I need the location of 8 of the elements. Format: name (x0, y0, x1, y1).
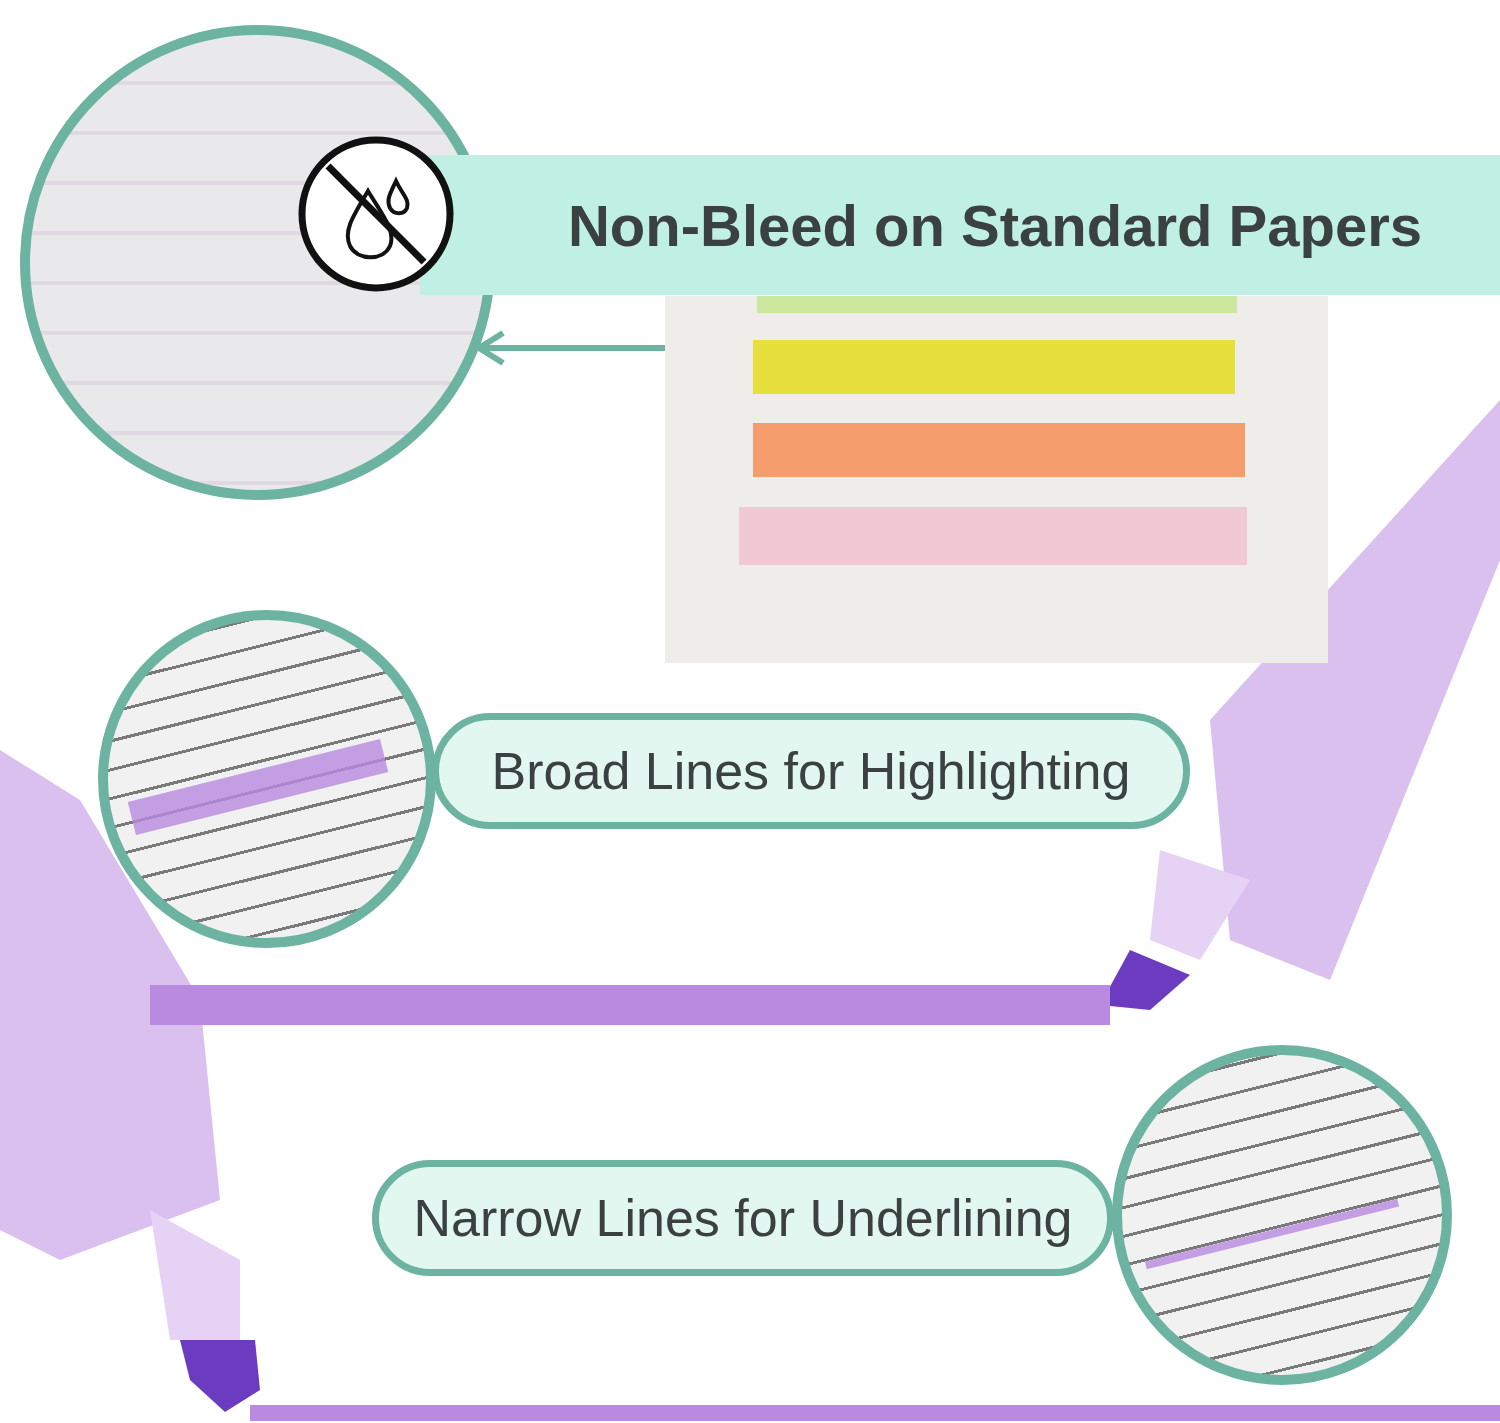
banner (372, 1160, 1114, 1276)
highlighter-swatches-photo (665, 296, 1328, 663)
banner (420, 155, 1500, 295)
banner-text: Narrow Lines for Underlining (413, 1188, 1073, 1248)
arrow (476, 330, 665, 366)
banner-text: Non-Bleed on Standard Papers (568, 191, 1422, 259)
banner-text: Broad Lines for Highlighting (491, 741, 1131, 801)
banner (432, 713, 1190, 829)
